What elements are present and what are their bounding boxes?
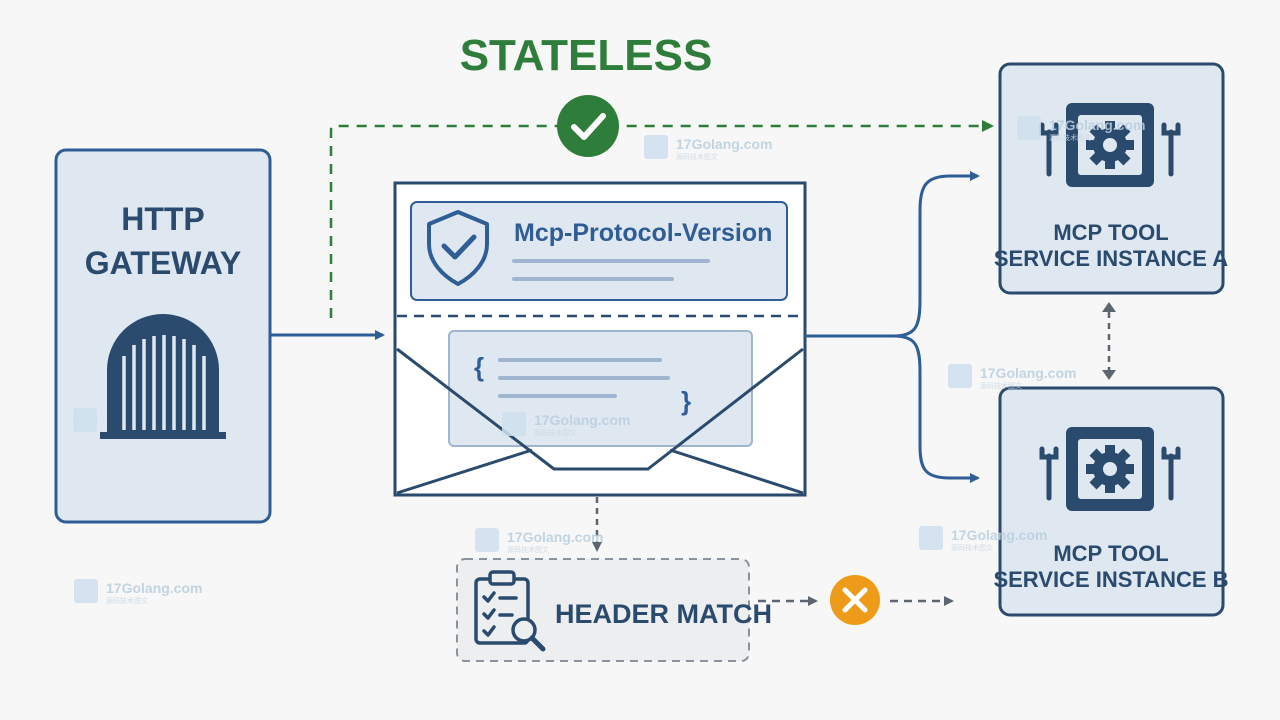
instance-b-panel: MCP TOOL SERVICE INSTANCE B (993, 386, 1229, 617)
watermark: 17Golang.com 源码技术图文 (1017, 116, 1145, 142)
protocol-header-card (410, 201, 788, 301)
watermark: 17Golang.com 源码技术图文 (475, 528, 603, 554)
header-match-label: HEADER MATCH (555, 599, 772, 629)
instance-a-title-line1: MCP TOOL (1053, 220, 1168, 245)
svg-text:源码技术图文: 源码技术图文 (980, 381, 1022, 390)
wrench-icon (1039, 122, 1181, 177)
shield-check-icon (427, 210, 489, 286)
svg-text:17Golang.com: 17Golang.com (106, 580, 202, 596)
gear-box-icon (1066, 103, 1154, 187)
watermark: 17Golang.com 源码技术图文 (502, 412, 630, 437)
request-envelope: Mcp-Protocol-Version { } (393, 181, 807, 497)
envelope-to-instance-b-arrow (893, 334, 980, 483)
stateless-dashed-arrow (329, 120, 994, 318)
http-gateway-panel: HTTP GATEWAY (54, 148, 272, 524)
instance-b-title-line2: SERVICE INSTANCE B (993, 567, 1228, 592)
instance-a-title-line2: SERVICE INSTANCE A (994, 246, 1228, 271)
svg-text:17Golang.com: 17Golang.com (951, 527, 1047, 543)
check-circle-icon (557, 95, 619, 157)
header-match-box: HEADER MATCH (456, 558, 772, 662)
instance-b-title-line1: MCP TOOL (1053, 541, 1168, 566)
watermark: 17Golang.com 源码技术图文 (644, 135, 772, 161)
envelope-to-instance-a-arrow (805, 171, 980, 338)
svg-text:17Golang.com: 17Golang.com (534, 412, 630, 428)
gate-icon (100, 314, 226, 439)
clipboard-search-icon (474, 570, 546, 652)
svg-text:17Golang.com: 17Golang.com (1049, 117, 1145, 133)
x-circle-icon (830, 575, 880, 625)
body-open-brace: { (474, 352, 484, 382)
protocol-header-label: Mcp-Protocol-Version (514, 219, 772, 247)
gateway-title-line1: HTTP (121, 201, 205, 237)
instance-a-panel: MCP TOOL SERVICE INSTANCE A (994, 62, 1228, 295)
svg-text:源码技术图文: 源码技术图文 (507, 545, 549, 554)
watermark (73, 408, 97, 432)
svg-text:源码技术图文: 源码技术图文 (951, 543, 993, 552)
gear-box-icon (1066, 427, 1154, 511)
body-close-brace: } (681, 386, 691, 416)
svg-text:源码技术图文: 源码技术图文 (1049, 133, 1091, 142)
wrench-icon (1039, 446, 1181, 501)
json-body-card (448, 330, 753, 447)
instance-sync-arrow (1102, 302, 1116, 380)
svg-text:17Golang.com: 17Golang.com (676, 136, 772, 152)
svg-text:17Golang.com: 17Golang.com (507, 529, 603, 545)
svg-text:源码技术图文: 源码技术图文 (534, 428, 576, 437)
watermark: 17Golang.com 源码技术图文 (948, 364, 1076, 390)
gateway-title-line2: GATEWAY (85, 245, 241, 281)
svg-text:17Golang.com: 17Golang.com (980, 365, 1076, 381)
watermark: 17Golang.com 源码技术图文 (919, 526, 1047, 552)
watermark: 17Golang.com 源码技术图文 (74, 579, 202, 605)
stateless-label: STATELESS (460, 31, 713, 80)
svg-text:源码技术图文: 源码技术图文 (676, 152, 718, 161)
svg-text:源码技术图文: 源码技术图文 (106, 596, 148, 605)
